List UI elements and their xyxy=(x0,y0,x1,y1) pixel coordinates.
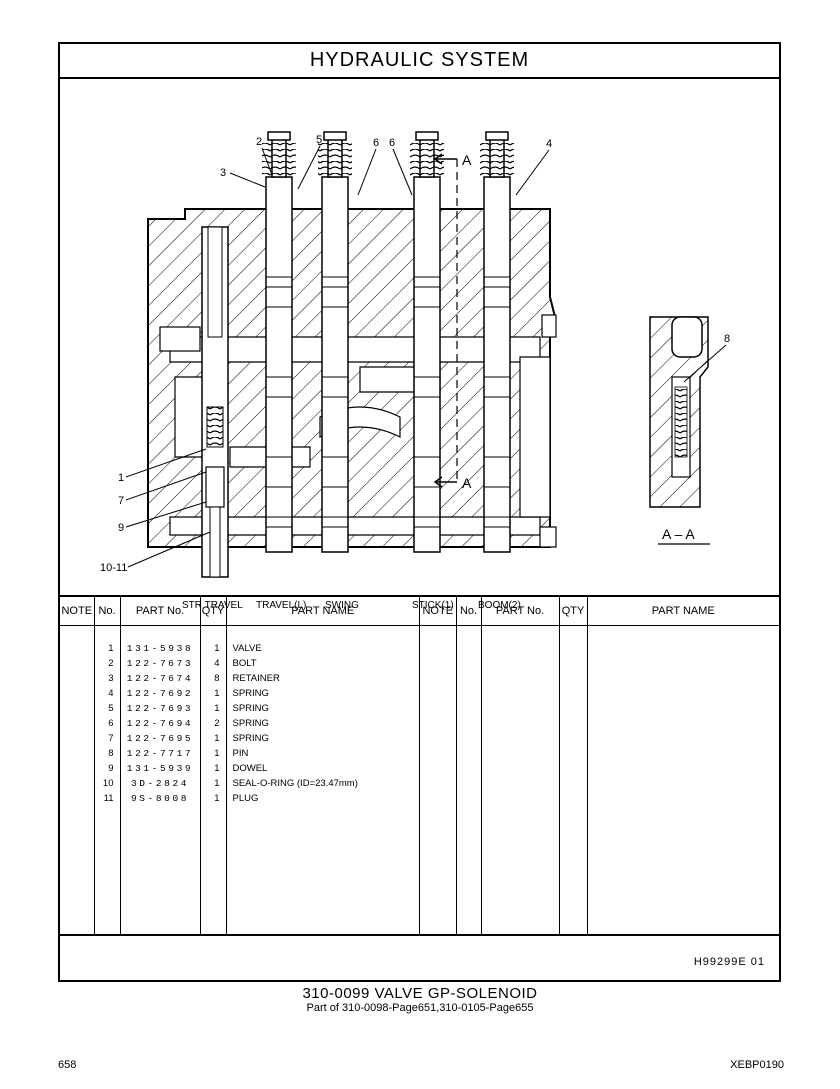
reference-code: H99299E 01 xyxy=(693,956,765,968)
page-frame: HYDRAULIC SYSTEM xyxy=(58,42,781,982)
callout-6b: 6 xyxy=(389,137,395,149)
page-title: HYDRAULIC SYSTEM xyxy=(60,44,779,79)
header-part-name-right: PART NAME xyxy=(587,597,779,626)
header-no: No. xyxy=(94,597,121,626)
callout-8: 8 xyxy=(724,333,730,345)
callout-4: 4 xyxy=(546,138,552,150)
spool-stick xyxy=(480,131,514,553)
callout-9: 9 xyxy=(118,522,124,534)
section-view-label: A – A xyxy=(662,526,695,542)
callout-1: 1 xyxy=(118,472,124,484)
book-code: XEBP0190 xyxy=(730,1059,784,1071)
section-marker-top: A xyxy=(462,152,472,168)
section-view: A – A xyxy=(649,316,710,545)
spool-swing xyxy=(410,131,444,553)
spool-travel-l xyxy=(318,131,352,553)
callout-5: 5 xyxy=(316,134,322,146)
illustration-subcaption: Part of 310-0098-Page651,310-0105-Page65… xyxy=(306,1002,534,1014)
header-part-no-right: PART No. xyxy=(481,597,560,626)
section-line: A A xyxy=(433,152,472,491)
callout-2: 2 xyxy=(256,136,262,148)
header-qty-right: QTY xyxy=(559,597,588,626)
valve-diagram: A A A – A 2 5 6 6 4 3 1 xyxy=(100,131,730,611)
header-part-no: PART No. xyxy=(120,597,201,626)
spool-str-travel xyxy=(262,131,296,553)
callout-10-11: 10-11 xyxy=(100,562,127,574)
header-no-right: No. xyxy=(456,597,482,626)
callout-7: 7 xyxy=(118,495,124,507)
illustration-caption: 310-0099 VALVE GP-SOLENOID xyxy=(302,985,538,1002)
parts-table-right: NOTE No. PART No. QTY PART NAME xyxy=(420,597,779,934)
callout-3: 3 xyxy=(220,167,226,179)
header-qty: QTY xyxy=(200,597,227,626)
callouts: 2 5 6 6 4 3 1 7 9 10-11 8 xyxy=(100,134,730,574)
page-number: 658 xyxy=(58,1059,77,1071)
dowel-plug-assembly xyxy=(201,226,229,578)
section-marker-bottom: A xyxy=(462,475,472,491)
header-part-name: PART NAME xyxy=(226,597,420,626)
header-note: NOTE xyxy=(60,597,95,626)
callout-6a: 6 xyxy=(373,137,379,149)
header-note-right: NOTE xyxy=(420,597,457,626)
